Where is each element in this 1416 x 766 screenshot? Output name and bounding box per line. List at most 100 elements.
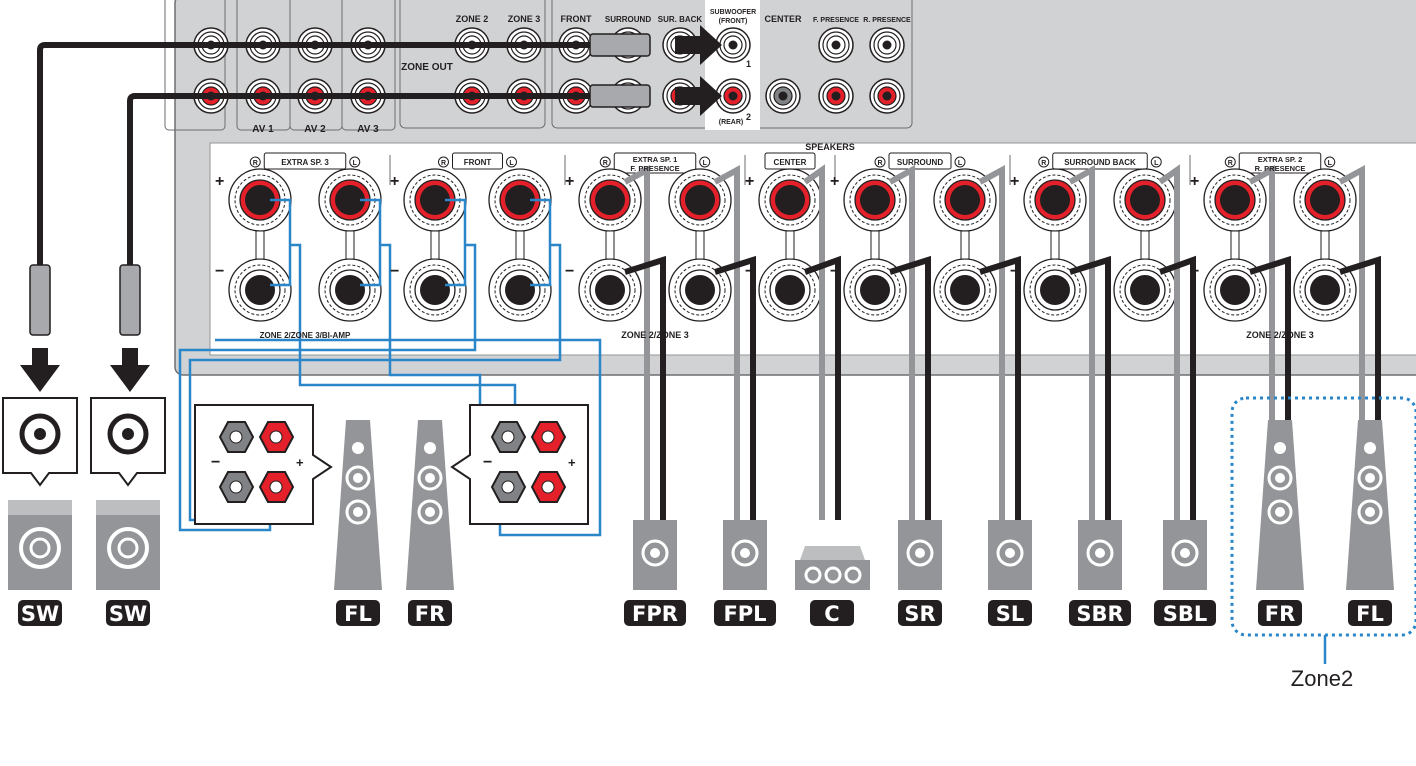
subwoofer-label: SUBWOOFER bbox=[710, 9, 756, 16]
r-mark: R bbox=[877, 160, 882, 167]
zone-label-3: ZONE 2/ZONE 3 bbox=[1246, 330, 1314, 340]
driver bbox=[804, 566, 822, 584]
terminal-bridge bbox=[785, 230, 795, 260]
rca-pin bbox=[728, 40, 738, 50]
group-label: EXTRA SP. 2 bbox=[1258, 155, 1303, 164]
speaker-label: SBR bbox=[1076, 602, 1123, 626]
speaker-label-badge bbox=[810, 600, 854, 626]
terminal-ring bbox=[939, 174, 991, 226]
preout-surround-label: SURROUND bbox=[605, 15, 651, 24]
minus-wire bbox=[979, 255, 1021, 520]
group-label: SURROUND BACK bbox=[1064, 158, 1136, 167]
blue-speaker-wire bbox=[178, 243, 477, 532]
l-mark-icon bbox=[506, 156, 517, 168]
woofer bbox=[1086, 539, 1114, 567]
woofer-center bbox=[1365, 473, 1375, 483]
tweeter bbox=[1364, 442, 1376, 454]
subwoofer-cable bbox=[127, 93, 590, 265]
tower-speaker-icon bbox=[334, 420, 382, 590]
rca-plug-icon bbox=[589, 33, 651, 57]
woofer-cone bbox=[29, 537, 51, 559]
terminal-bridge bbox=[960, 230, 970, 260]
speaker-label-badge bbox=[18, 600, 62, 626]
woofer bbox=[417, 499, 443, 525]
zone2-jack-label: ZONE 2 bbox=[456, 14, 489, 24]
terminal-ring bbox=[1209, 264, 1261, 316]
minus-wire bbox=[803, 255, 841, 520]
speaker-label: FR bbox=[1265, 602, 1296, 626]
subwoofer-jack-pin bbox=[122, 428, 134, 440]
plus-wire bbox=[1338, 164, 1365, 520]
speaker-label: C bbox=[824, 602, 839, 626]
subwoofer-jack-pin bbox=[34, 428, 46, 440]
woofer-center bbox=[1275, 507, 1285, 517]
woofer-center bbox=[1095, 548, 1105, 558]
blue-speaker-wire bbox=[445, 198, 467, 287]
rca-ring bbox=[873, 82, 901, 110]
terminal-ring bbox=[1029, 264, 1081, 316]
terminal-ring bbox=[764, 174, 816, 226]
l-mark-icon bbox=[1324, 156, 1336, 168]
arrow-right-icon bbox=[675, 76, 722, 116]
minus-mark: − bbox=[565, 263, 574, 280]
rca-pin bbox=[882, 40, 892, 50]
terminal-hole bbox=[541, 480, 555, 494]
r-mark: R bbox=[1041, 160, 1046, 167]
rca-pin bbox=[831, 40, 841, 50]
terminal-core bbox=[685, 185, 715, 215]
l-mark: L bbox=[703, 160, 708, 167]
subwoofer-1-label: 1 bbox=[746, 59, 751, 69]
speaker-label: FPR bbox=[632, 602, 678, 626]
l-mark-icon bbox=[349, 156, 361, 168]
terminal-ring bbox=[1119, 174, 1171, 226]
av3-label: AV 3 bbox=[357, 124, 379, 135]
terminal-ring bbox=[1299, 174, 1351, 226]
plus-wire bbox=[1068, 164, 1095, 520]
woofer-center bbox=[1005, 548, 1015, 558]
woofer bbox=[1267, 499, 1293, 525]
terminal-ring bbox=[1209, 174, 1261, 226]
minus-wire bbox=[624, 255, 666, 520]
arrow-right-icon bbox=[675, 25, 722, 65]
plus-wire bbox=[713, 164, 740, 520]
terminal-core bbox=[950, 185, 980, 215]
terminal-core bbox=[505, 185, 535, 215]
speaker-label-badge bbox=[988, 600, 1032, 626]
plus-mark: + bbox=[745, 173, 754, 190]
f-presence-label: F. PRESENCE bbox=[813, 17, 859, 24]
r-mark-icon bbox=[1224, 156, 1236, 168]
terminal-core bbox=[1220, 185, 1250, 215]
terminal-core bbox=[1040, 275, 1070, 305]
speaker-label-badge bbox=[714, 600, 776, 626]
terminal-core bbox=[595, 275, 625, 305]
group-label: FRONT bbox=[464, 158, 492, 167]
terminal-hole bbox=[501, 430, 515, 444]
minus-mark: − bbox=[1010, 263, 1019, 280]
minus-mark: − bbox=[745, 263, 754, 280]
r-mark: R bbox=[441, 160, 446, 167]
woofer bbox=[641, 539, 669, 567]
terminal-core bbox=[775, 185, 805, 215]
terminal-ring bbox=[939, 264, 991, 316]
plus-wire bbox=[623, 164, 650, 520]
plus-mark: + bbox=[1010, 173, 1019, 190]
subwoofer-rear-label: (REAR) bbox=[719, 119, 744, 126]
zone3-jack-label: ZONE 3 bbox=[508, 14, 541, 24]
l-mark-icon bbox=[1150, 156, 1162, 168]
terminal-hole bbox=[229, 430, 243, 444]
speaker-label-badge bbox=[1258, 600, 1302, 626]
woofer-cone bbox=[117, 537, 139, 559]
r-mark-icon bbox=[874, 156, 886, 168]
terminal-core bbox=[1220, 275, 1250, 305]
tower-speaker-icon bbox=[1346, 420, 1394, 590]
terminal-core bbox=[595, 185, 625, 215]
av1-label: AV 1 bbox=[252, 124, 274, 135]
rca-pin bbox=[882, 91, 892, 101]
woofer bbox=[906, 539, 934, 567]
terminal-ring bbox=[324, 264, 376, 316]
l-mark: L bbox=[353, 160, 358, 167]
plus-mark: + bbox=[215, 173, 224, 190]
preout-front-label: FRONT bbox=[561, 14, 592, 24]
